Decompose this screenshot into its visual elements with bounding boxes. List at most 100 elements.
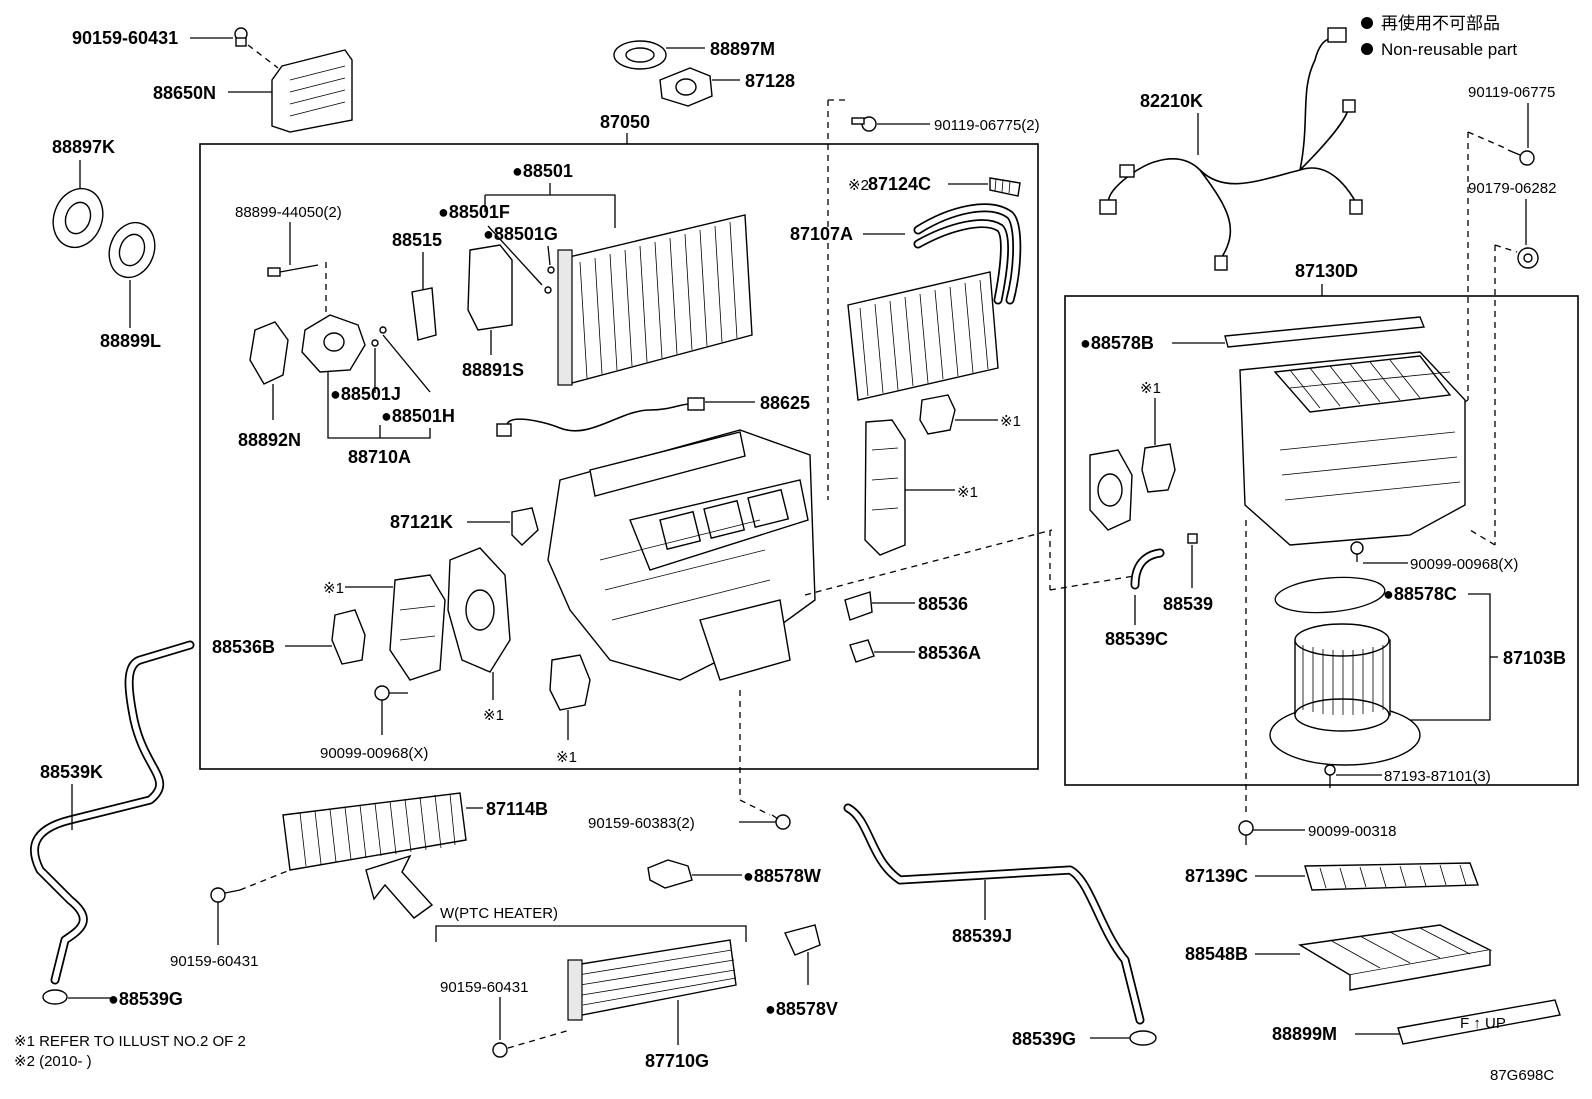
label-88501H: ●88501H bbox=[381, 406, 455, 426]
hvac-unit-87050 bbox=[547, 429, 816, 681]
screw-part bbox=[492, 1042, 508, 1058]
label-90099-00968-right: 90099-00968(X) bbox=[1410, 556, 1518, 573]
clip-88536 bbox=[844, 591, 873, 621]
label-90179-06282: 90179-06282 bbox=[1468, 180, 1556, 197]
screw-part bbox=[1238, 820, 1254, 845]
wire-harness-82210K bbox=[1099, 27, 1363, 271]
filter-cover-88899M bbox=[1397, 999, 1561, 1045]
label-88650N: 88650N bbox=[153, 83, 216, 103]
seal-ring-88578C bbox=[1274, 576, 1386, 614]
motor-mark1 bbox=[1089, 449, 1133, 531]
cover-88891S bbox=[467, 244, 513, 331]
legend-dot-icon bbox=[1361, 17, 1373, 29]
blower-motor-87103B bbox=[1269, 623, 1421, 766]
label-87130D: 87130D bbox=[1295, 261, 1358, 281]
label-88536A: 88536A bbox=[918, 643, 981, 663]
clip-87124C bbox=[989, 177, 1021, 197]
legend-en: Non-reusable part bbox=[1381, 40, 1517, 59]
seal-88578B bbox=[1224, 316, 1425, 348]
screw-part bbox=[851, 116, 877, 132]
screw-part bbox=[1507, 149, 1535, 166]
grommet-88897K bbox=[52, 187, 104, 249]
label-88891S: 88891S bbox=[462, 360, 524, 380]
seal-88897M bbox=[613, 40, 667, 70]
actuator-mark1 bbox=[1141, 443, 1176, 493]
bolt-part bbox=[267, 264, 319, 277]
footnote-2: ※2 (2010- ) bbox=[14, 1053, 92, 1070]
label-90159-60383-2: 90159-60383(2) bbox=[588, 815, 695, 832]
label-90099-00968-left: 90099-00968(X) bbox=[320, 745, 428, 762]
actuator-mark1 bbox=[549, 654, 591, 711]
seal-88578V bbox=[784, 924, 821, 956]
label-90159-60431-low: 90159-60431 bbox=[440, 979, 528, 996]
screw-part bbox=[1350, 541, 1364, 562]
mark-note1: ※1 bbox=[957, 484, 978, 501]
duct-88539C bbox=[1130, 548, 1165, 590]
label-90159-60431: 90159-60431 bbox=[72, 28, 178, 48]
drain-hose-88539K bbox=[30, 640, 195, 985]
grommet-87128 bbox=[659, 67, 713, 107]
damper-mark1 bbox=[447, 547, 511, 673]
label-88578C: ●88578C bbox=[1383, 584, 1457, 604]
label-88548B: 88548B bbox=[1185, 944, 1248, 964]
label-87139C: 87139C bbox=[1185, 866, 1248, 886]
wire-harness-88625 bbox=[496, 397, 705, 437]
legend-jp: 再使用不可部品 bbox=[1381, 13, 1500, 33]
label-88899-44050-2: 88899-44050(2) bbox=[235, 204, 342, 221]
label-90159-60431-mid: 90159-60431 bbox=[170, 953, 258, 970]
label-88536: 88536 bbox=[918, 594, 968, 614]
mark-note1: ※1 bbox=[483, 707, 504, 724]
actuator-mark1 bbox=[389, 574, 446, 681]
label-87114B: 87114B bbox=[486, 799, 548, 819]
filter-case-88548B bbox=[1297, 924, 1493, 991]
direction-arrow-icon bbox=[365, 854, 434, 919]
screw-part bbox=[210, 887, 241, 903]
ptc-heater-label: W(PTC HEATER) bbox=[440, 905, 558, 922]
seal-88899L bbox=[108, 221, 156, 279]
evaporator-88501 bbox=[557, 214, 753, 386]
ptc-heater-87114B bbox=[282, 792, 467, 871]
case-half-mark1 bbox=[864, 419, 906, 556]
label-87121K: 87121K bbox=[390, 512, 453, 532]
valve-88710A bbox=[301, 314, 366, 373]
sensor-88515 bbox=[411, 287, 437, 341]
footnote-1: ※1 REFER TO ILLUST NO.2 OF 2 bbox=[14, 1033, 246, 1050]
label-82210K: 82210K bbox=[1140, 91, 1203, 111]
label-88501: ●88501 bbox=[512, 161, 573, 181]
label-88539C: 88539C bbox=[1105, 629, 1168, 649]
screw-part bbox=[374, 685, 408, 701]
label-88539G-left: ●88539G bbox=[108, 989, 183, 1009]
label-87193-87101-3: 87193-87101(3) bbox=[1384, 768, 1491, 785]
mark-note1: ※1 bbox=[1140, 380, 1161, 397]
label-88536B: 88536B bbox=[212, 637, 275, 657]
bracket-88650N bbox=[271, 49, 353, 133]
seal-88578W bbox=[647, 859, 693, 889]
bracket-88536B bbox=[331, 609, 366, 665]
label-88539G-right: 88539G bbox=[1012, 1029, 1076, 1049]
label-87103B: 87103B bbox=[1503, 648, 1566, 668]
actuator-mark1 bbox=[919, 394, 956, 435]
mark-note2: ※2 bbox=[848, 177, 869, 194]
clip-88539 bbox=[1187, 533, 1198, 544]
grommet-88539G-left bbox=[42, 989, 68, 1005]
label-87710G: 87710G bbox=[645, 1051, 709, 1071]
grommet-88539G-right bbox=[1129, 1030, 1157, 1046]
label-88539K: 88539K bbox=[40, 762, 103, 782]
actuator-88892N bbox=[249, 321, 289, 385]
label-88899M: 88899M bbox=[1272, 1024, 1337, 1044]
mark-note1: ※1 bbox=[556, 749, 577, 766]
ptc-heater-87710G bbox=[567, 939, 737, 1021]
label-90119-06775-2: 90119-06775(2) bbox=[934, 117, 1040, 134]
label-88710A: 88710A bbox=[348, 447, 411, 467]
filter-orientation-mark: F ↑ UP bbox=[1460, 1015, 1506, 1032]
blower-case-87130D bbox=[1239, 351, 1466, 546]
label-87050: 87050 bbox=[600, 112, 650, 132]
screw-part bbox=[1324, 764, 1336, 788]
label-88625: 88625 bbox=[760, 393, 810, 413]
nut-part bbox=[1517, 247, 1539, 269]
label-88501J: ●88501J bbox=[330, 384, 401, 404]
mark-note1: ※1 bbox=[1000, 413, 1021, 430]
label-88501F: ●88501F bbox=[438, 202, 510, 222]
label-88578V: ●88578V bbox=[765, 999, 838, 1019]
